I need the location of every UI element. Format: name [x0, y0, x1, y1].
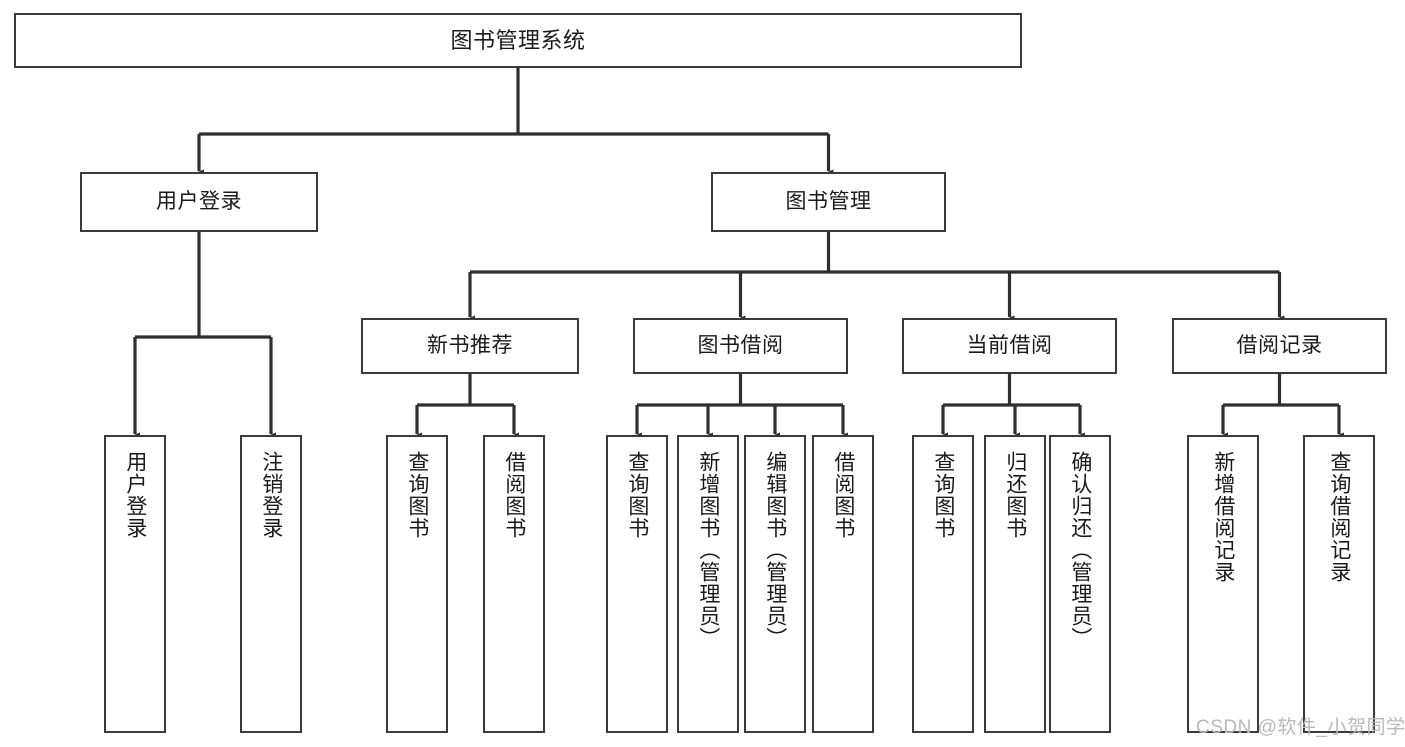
node-leaf-add-borrow-record[interactable]: 新增借阅记录: [1187, 435, 1259, 733]
node-leaf-add-book[interactable]: 新增图书（管理员）: [677, 435, 739, 733]
node-leaf-query-book-recommendation[interactable]: 查询图书: [386, 435, 448, 733]
node-borrow-records-label: 借阅记录: [1236, 333, 1323, 357]
node-leaf-query-book-current-label: 查询图书: [931, 451, 955, 539]
node-leaf-add-book-label: 新增图书（管理员）: [696, 451, 720, 649]
node-leaf-borrow-book-label: 借阅图书: [831, 451, 855, 539]
watermark-text: CSDN @软件_小贺同学: [1196, 717, 1405, 738]
node-user-login[interactable]: 用户登录: [80, 172, 318, 232]
node-leaf-confirm-return[interactable]: 确认归还（管理员）: [1049, 435, 1111, 733]
node-leaf-query-book-borrowing[interactable]: 查询图书: [606, 435, 668, 733]
node-user-login-label: 用户登录: [156, 189, 242, 213]
node-leaf-logout[interactable]: 注销登录: [240, 435, 302, 733]
node-leaf-query-book-borrowing-label: 查询图书: [625, 451, 649, 539]
node-leaf-logout-label: 注销登录: [259, 451, 283, 539]
node-leaf-query-borrow-record[interactable]: 查询借阅记录: [1303, 435, 1375, 733]
node-leaf-user-login-label: 用户登录: [123, 451, 147, 539]
node-leaf-borrow-book-recommendation[interactable]: 借阅图书: [483, 435, 545, 733]
node-book-borrowing-label: 图书借阅: [697, 333, 784, 357]
node-new-book-recommendation[interactable]: 新书推荐: [361, 318, 579, 374]
node-book-management[interactable]: 图书管理: [711, 172, 946, 232]
node-leaf-borrow-book-recommendation-label: 借阅图书: [502, 451, 526, 539]
node-leaf-return-book-label: 归还图书: [1003, 451, 1027, 539]
node-new-book-recommendation-label: 新书推荐: [427, 333, 513, 357]
node-leaf-user-login[interactable]: 用户登录: [104, 435, 166, 733]
node-leaf-query-book-recommendation-label: 查询图书: [405, 451, 429, 539]
node-current-borrowing[interactable]: 当前借阅: [902, 318, 1117, 374]
node-current-borrowing-label: 当前借阅: [966, 333, 1053, 357]
node-leaf-add-borrow-record-label: 新增借阅记录: [1211, 451, 1235, 583]
node-leaf-query-borrow-record-label: 查询借阅记录: [1327, 451, 1351, 583]
node-leaf-edit-book-label: 编辑图书（管理员）: [763, 451, 787, 649]
node-root[interactable]: 图书管理系统: [14, 13, 1022, 68]
node-leaf-borrow-book[interactable]: 借阅图书: [812, 435, 874, 733]
node-leaf-confirm-return-label: 确认归还（管理员）: [1068, 451, 1092, 649]
node-leaf-return-book[interactable]: 归还图书: [984, 435, 1046, 733]
node-leaf-edit-book[interactable]: 编辑图书（管理员）: [744, 435, 806, 733]
node-borrow-records[interactable]: 借阅记录: [1172, 318, 1387, 374]
node-book-management-label: 图书管理: [785, 189, 872, 213]
node-leaf-query-book-current[interactable]: 查询图书: [912, 435, 974, 733]
node-book-borrowing[interactable]: 图书借阅: [633, 318, 848, 374]
node-root-label: 图书管理系统: [450, 27, 586, 53]
